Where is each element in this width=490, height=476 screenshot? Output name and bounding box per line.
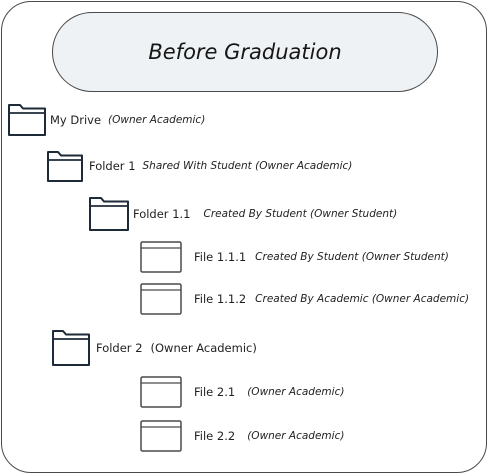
node-label: File 1.1.2 — [194, 292, 247, 306]
tree-node-file-2-1[interactable]: File 2.1 (Owner Academic) — [140, 376, 344, 408]
node-note: (Owner Academic) — [247, 386, 345, 398]
node-label: File 2.2 — [194, 429, 236, 443]
node-note: (Owner Academic) — [150, 340, 257, 355]
folder-icon — [8, 104, 46, 136]
tree-node-folder-1-1[interactable]: Folder 1.1 Created By Student (Owner Stu… — [89, 196, 397, 231]
tree-node-file-2-2[interactable]: File 2.2 (Owner Academic) — [140, 420, 344, 452]
node-note: (Owner Academic) — [247, 430, 345, 442]
node-label: Folder 2 — [96, 340, 143, 355]
tree-node-folder-1[interactable]: Folder 1 Shared With Student (Owner Acad… — [47, 150, 352, 182]
node-label: File 2.1 — [194, 385, 236, 399]
node-note: Shared With Student (Owner Academic) — [142, 160, 353, 172]
folder-icon — [89, 197, 129, 231]
file-icon — [140, 420, 182, 452]
node-label: Folder 1.1 — [133, 206, 191, 221]
folder-icon — [47, 151, 83, 182]
node-note: Created By Student (Owner Student) — [203, 207, 398, 220]
tree-node-my-drive[interactable]: My Drive (Owner Academic) — [8, 103, 205, 136]
folder-icon — [52, 330, 90, 366]
diagram-title: Before Graduation — [148, 40, 342, 64]
node-label: File 1.1.1 — [194, 250, 247, 264]
node-note: Created By Academic (Owner Academic) — [255, 293, 470, 305]
file-icon — [140, 283, 182, 315]
node-note: (Owner Academic) — [108, 113, 206, 126]
tree-node-file-1-1-2[interactable]: File 1.1.2 Created By Academic (Owner Ac… — [140, 283, 469, 315]
tree-node-folder-2[interactable]: Folder 2 (Owner Academic) — [52, 329, 257, 366]
tree-node-file-1-1-1[interactable]: File 1.1.1 Created By Student (Owner Stu… — [140, 241, 449, 273]
node-label: Folder 1 — [89, 159, 136, 173]
node-label: My Drive — [50, 112, 102, 127]
node-note: Created By Student (Owner Student) — [255, 251, 449, 263]
file-icon — [140, 241, 182, 273]
title-banner: Before Graduation — [52, 12, 438, 92]
file-icon — [140, 376, 182, 408]
